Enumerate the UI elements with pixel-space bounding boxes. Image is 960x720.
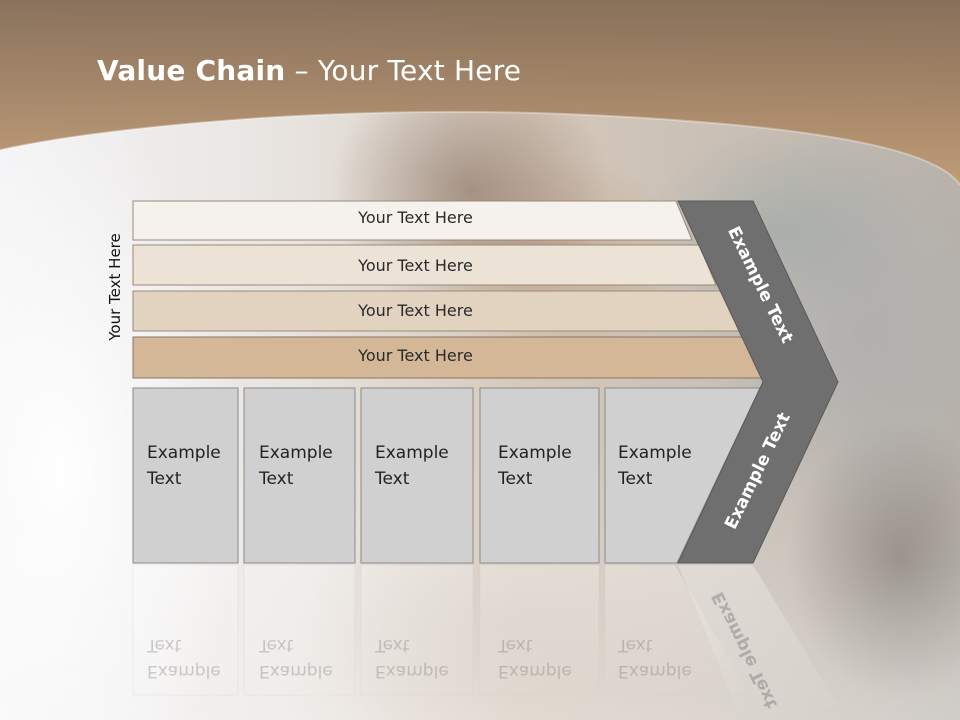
column-text-5-reflection-line2: Text xyxy=(618,635,653,655)
column-text-3-line2: Text xyxy=(375,469,410,489)
arrow-reflection xyxy=(677,564,839,720)
column-text-5-reflection-line1: Example xyxy=(618,661,692,681)
column-text-3-reflection: Example Text xyxy=(375,632,449,684)
column-text-1-reflection-line2: Text xyxy=(147,635,182,655)
column-reflection-4 xyxy=(479,564,600,696)
column-box-5 xyxy=(604,387,761,564)
column-text-5-reflection: Example Text xyxy=(618,632,692,684)
header-band xyxy=(0,0,960,186)
column-text-5-line1: Example xyxy=(618,443,692,463)
column-box-4 xyxy=(479,387,600,564)
column-text-1-reflection: Example Text xyxy=(147,632,221,684)
column-text-4-reflection-line1: Example xyxy=(498,661,572,681)
column-box-3 xyxy=(360,387,474,564)
column-text-3-line1: Example xyxy=(375,443,449,463)
column-text-3-reflection-line2: Text xyxy=(375,635,410,655)
column-reflection-1 xyxy=(132,564,239,696)
column-reflection-2 xyxy=(243,564,356,696)
column-text-4-line1: Example xyxy=(498,443,572,463)
row-label-3: Your Text Here xyxy=(358,301,473,320)
column-text-2-reflection: Example Text xyxy=(259,632,333,684)
title-rest: – Your Text Here xyxy=(285,54,522,87)
chevron-arrow xyxy=(677,200,839,564)
column-text-1-reflection-line1: Example xyxy=(147,661,221,681)
column-text-2-reflection-line1: Example xyxy=(259,661,333,681)
column-text-2-line1: Example xyxy=(259,443,333,463)
column-text-2-reflection-line2: Text xyxy=(259,635,294,655)
column-reflection-3 xyxy=(360,564,474,696)
column-text-3-reflection-line1: Example xyxy=(375,661,449,681)
title-bold: Value Chain xyxy=(97,54,286,87)
column-text-5: Example Text xyxy=(618,440,692,492)
column-text-1-line1: Example xyxy=(147,443,221,463)
row-label-1: Your Text Here xyxy=(358,208,473,227)
column-text-4-line2: Text xyxy=(498,469,533,489)
column-text-2-line2: Text xyxy=(259,469,294,489)
column-text-3: Example Text xyxy=(375,440,449,492)
column-text-1-line2: Text xyxy=(147,469,182,489)
slide-title: Value Chain – Your Text Here xyxy=(97,54,521,87)
column-text-2: Example Text xyxy=(259,440,333,492)
column-box-1 xyxy=(132,387,239,564)
row-label-2: Your Text Here xyxy=(358,256,473,275)
row-bar-1 xyxy=(132,200,693,241)
column-box-2 xyxy=(243,387,356,564)
column-text-4: Example Text xyxy=(498,440,572,492)
row-label-4: Your Text Here xyxy=(358,346,473,365)
column-text-1: Example Text xyxy=(147,440,221,492)
column-text-4-reflection: Example Text xyxy=(498,632,572,684)
column-text-4-reflection-line2: Text xyxy=(498,635,533,655)
row-bar-2 xyxy=(132,244,717,286)
column-text-5-line2: Text xyxy=(618,469,653,489)
